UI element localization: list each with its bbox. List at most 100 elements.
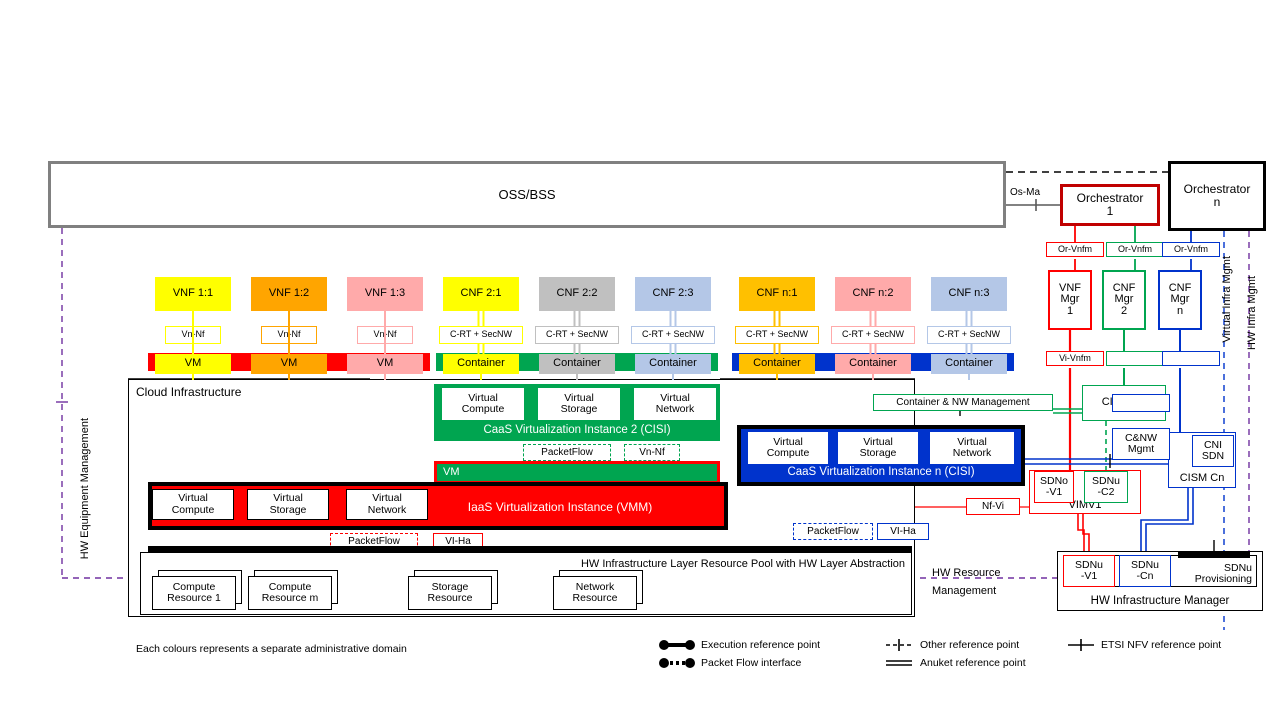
or-vnfm-n-reference-point: Or-Vnfm (1162, 242, 1220, 257)
sdnu-v1-line1: SDNu (1074, 558, 1103, 571)
sdno-v1-line2: -V1 (1045, 486, 1063, 498)
packetflow-blue-reference-point: PacketFlow (793, 523, 873, 540)
iaas-virtual-compute[interactable]: Virtual Compute (152, 489, 234, 520)
function-block-4[interactable]: CNF 2:1 (443, 277, 519, 311)
iaas-virtual-network[interactable]: Virtual Network (346, 489, 428, 520)
orchestrator-1-block[interactable]: Orchestrator 1 (1060, 184, 1160, 226)
function-reference-point-5: C-RT + SecNW (535, 326, 619, 344)
function-reference-point-9: C-RT + SecNW (927, 326, 1011, 344)
execution-block-6[interactable]: Container (635, 354, 711, 374)
sdnu-v1-block[interactable]: SDNu -V1 (1063, 555, 1115, 587)
caasn-virtual-compute[interactable]: Virtual Compute (748, 432, 828, 464)
function-block-5[interactable]: CNF 2:2 (539, 277, 615, 311)
execution-block-4[interactable]: Container (443, 354, 519, 374)
oss-bss-block[interactable]: OSS/BSS (48, 161, 1006, 228)
execution-block-3[interactable]: VM (347, 354, 423, 374)
execution-block-5[interactable]: Container (539, 354, 615, 374)
sdno-v1-line1: SDNo (1039, 474, 1068, 487)
sdnu-c2-block[interactable]: SDNu -C2 (1084, 471, 1128, 503)
sdnu-cn-line2: -Cn (1136, 570, 1154, 582)
packetflow-red-label: PacketFlow (348, 536, 400, 547)
sdnu-v1-line2: -V1 (1080, 570, 1098, 582)
or-vnfm-n-label: Or-Vnfm (1173, 243, 1208, 254)
function-label-4: CNF 2:1 (460, 287, 502, 300)
caasn-virtual-network[interactable]: Virtual Network (930, 432, 1014, 464)
legend-packet-flow-interface: Packet Flow interface (701, 657, 802, 669)
function-block-9[interactable]: CNF n:3 (931, 277, 1007, 311)
function-block-7[interactable]: CNF n:1 (739, 277, 815, 311)
cnf-manager-2-block[interactable]: CNF Mgr 2 (1102, 270, 1146, 330)
hw-abstraction-bar (148, 546, 912, 553)
cni-sdn-block[interactable]: CNI SDN (1192, 435, 1234, 467)
hw-resource-pool-title: HW Infrastructure Layer Resource Pool wi… (580, 558, 905, 571)
function-reference-point-label-1: Vn-Nf (181, 329, 205, 340)
function-block-2[interactable]: VNF 1:2 (251, 277, 327, 311)
caasn-virtual-storage[interactable]: Virtual Storage (838, 432, 918, 464)
function-block-1[interactable]: VNF 1:1 (155, 277, 231, 311)
caas2-vn-line1: Virtual (660, 391, 690, 404)
caas2-vn-line2: Network (655, 403, 695, 415)
function-reference-point-6: C-RT + SecNW (631, 326, 715, 344)
orchestrator-n-block[interactable]: Orchestrator n (1168, 161, 1266, 231)
cnf-manager-n-block[interactable]: CNF Mgr n (1158, 270, 1202, 330)
or-vnfm-1-reference-point: Or-Vnfm (1046, 242, 1104, 257)
c-and-nw-mgmt-block[interactable]: C&NW Mgmt (1112, 428, 1170, 460)
function-block-3[interactable]: VNF 1:3 (347, 277, 423, 311)
function-reference-point-label-4: C-RT + SecNW (450, 329, 512, 340)
cism-cn-label: CISM Cn (1179, 472, 1225, 485)
vn-nf-green-reference-point: Vn-Nf (624, 444, 680, 461)
caas2-virtual-network[interactable]: Virtual Network (634, 388, 716, 420)
cni-sdn-line1: CNI (1203, 438, 1223, 451)
or-vnfm-2-reference-point: Or-Vnfm (1106, 242, 1164, 257)
orchestrator-n-index: n (1213, 195, 1221, 209)
green-vm-block[interactable]: VM (437, 464, 717, 481)
function-reference-point-2: Vn-Nf (261, 326, 317, 344)
execution-block-7[interactable]: Container (739, 354, 815, 374)
vnf-manager-1-block[interactable]: VNF Mgr 1 (1048, 270, 1092, 330)
function-reference-point-label-9: C-RT + SecNW (938, 329, 1000, 340)
provisioning-bar (1178, 552, 1250, 558)
caasn-title: CaaS Virtualization Instance n (CISI) (787, 465, 975, 478)
container-nw-management-label: Container & NW Management (896, 397, 1030, 408)
function-reference-point-1: Vn-Nf (165, 326, 221, 344)
function-reference-point-label-2: Vn-Nf (277, 329, 301, 340)
function-reference-point-label-8: C-RT + SecNW (842, 329, 904, 340)
iaas-vn-line2: Network (367, 503, 407, 516)
sdnu-c2-line1: SDNu (1091, 474, 1120, 487)
iaas-virtual-storage[interactable]: Virtual Storage (247, 489, 329, 520)
function-block-8[interactable]: CNF n:2 (835, 277, 911, 311)
orchestrator-1-label: Orchestrator (1076, 191, 1144, 206)
hw-equipment-management-label: HW Equipment Management (79, 418, 91, 560)
execution-block-9[interactable]: Container (931, 354, 1007, 374)
hw-res-mgmt-line2: Management (932, 584, 997, 597)
execution-block-1[interactable]: VM (155, 354, 231, 374)
packetflow-blue-label: PacketFlow (807, 526, 859, 537)
os-ma-reference-point: Os-Ma (1010, 186, 1054, 200)
hw-resource-3-line1: Storage (431, 580, 469, 593)
sdnu-cn-block[interactable]: SDNu -Cn (1119, 555, 1171, 587)
sdno-v1-block[interactable]: SDNo -V1 (1034, 471, 1074, 503)
vnf-mgr-1-line1: VNF (1059, 281, 1081, 294)
vimv1-label: VIMV1 (1068, 499, 1102, 512)
function-label-2: VNF 1:2 (268, 287, 310, 300)
caas2-virtual-storage[interactable]: Virtual Storage (538, 388, 620, 420)
execution-block-8[interactable]: Container (835, 354, 911, 374)
packetflow-green-reference-point: PacketFlow (523, 444, 611, 461)
caas2-vs-line1: Virtual (564, 391, 594, 404)
function-label-9: CNF n:3 (948, 287, 990, 300)
execution-block-2[interactable]: VM (251, 354, 327, 374)
function-label-6: CNF 2:3 (652, 287, 694, 300)
cnw-mgmt-line2: Mgmt (1127, 443, 1155, 455)
caas2-virtual-compute[interactable]: Virtual Compute (442, 388, 524, 420)
orchestrator-1-index: 1 (1106, 204, 1114, 218)
or-vnfm-1-label: Or-Vnfm (1057, 243, 1092, 254)
orchestrator-n-label: Orchestrator (1183, 182, 1251, 197)
function-block-6[interactable]: CNF 2:3 (635, 277, 711, 311)
iaas-vn-line1: Virtual (372, 492, 402, 505)
sdnu-prov-line1: SDNu (1223, 561, 1252, 574)
